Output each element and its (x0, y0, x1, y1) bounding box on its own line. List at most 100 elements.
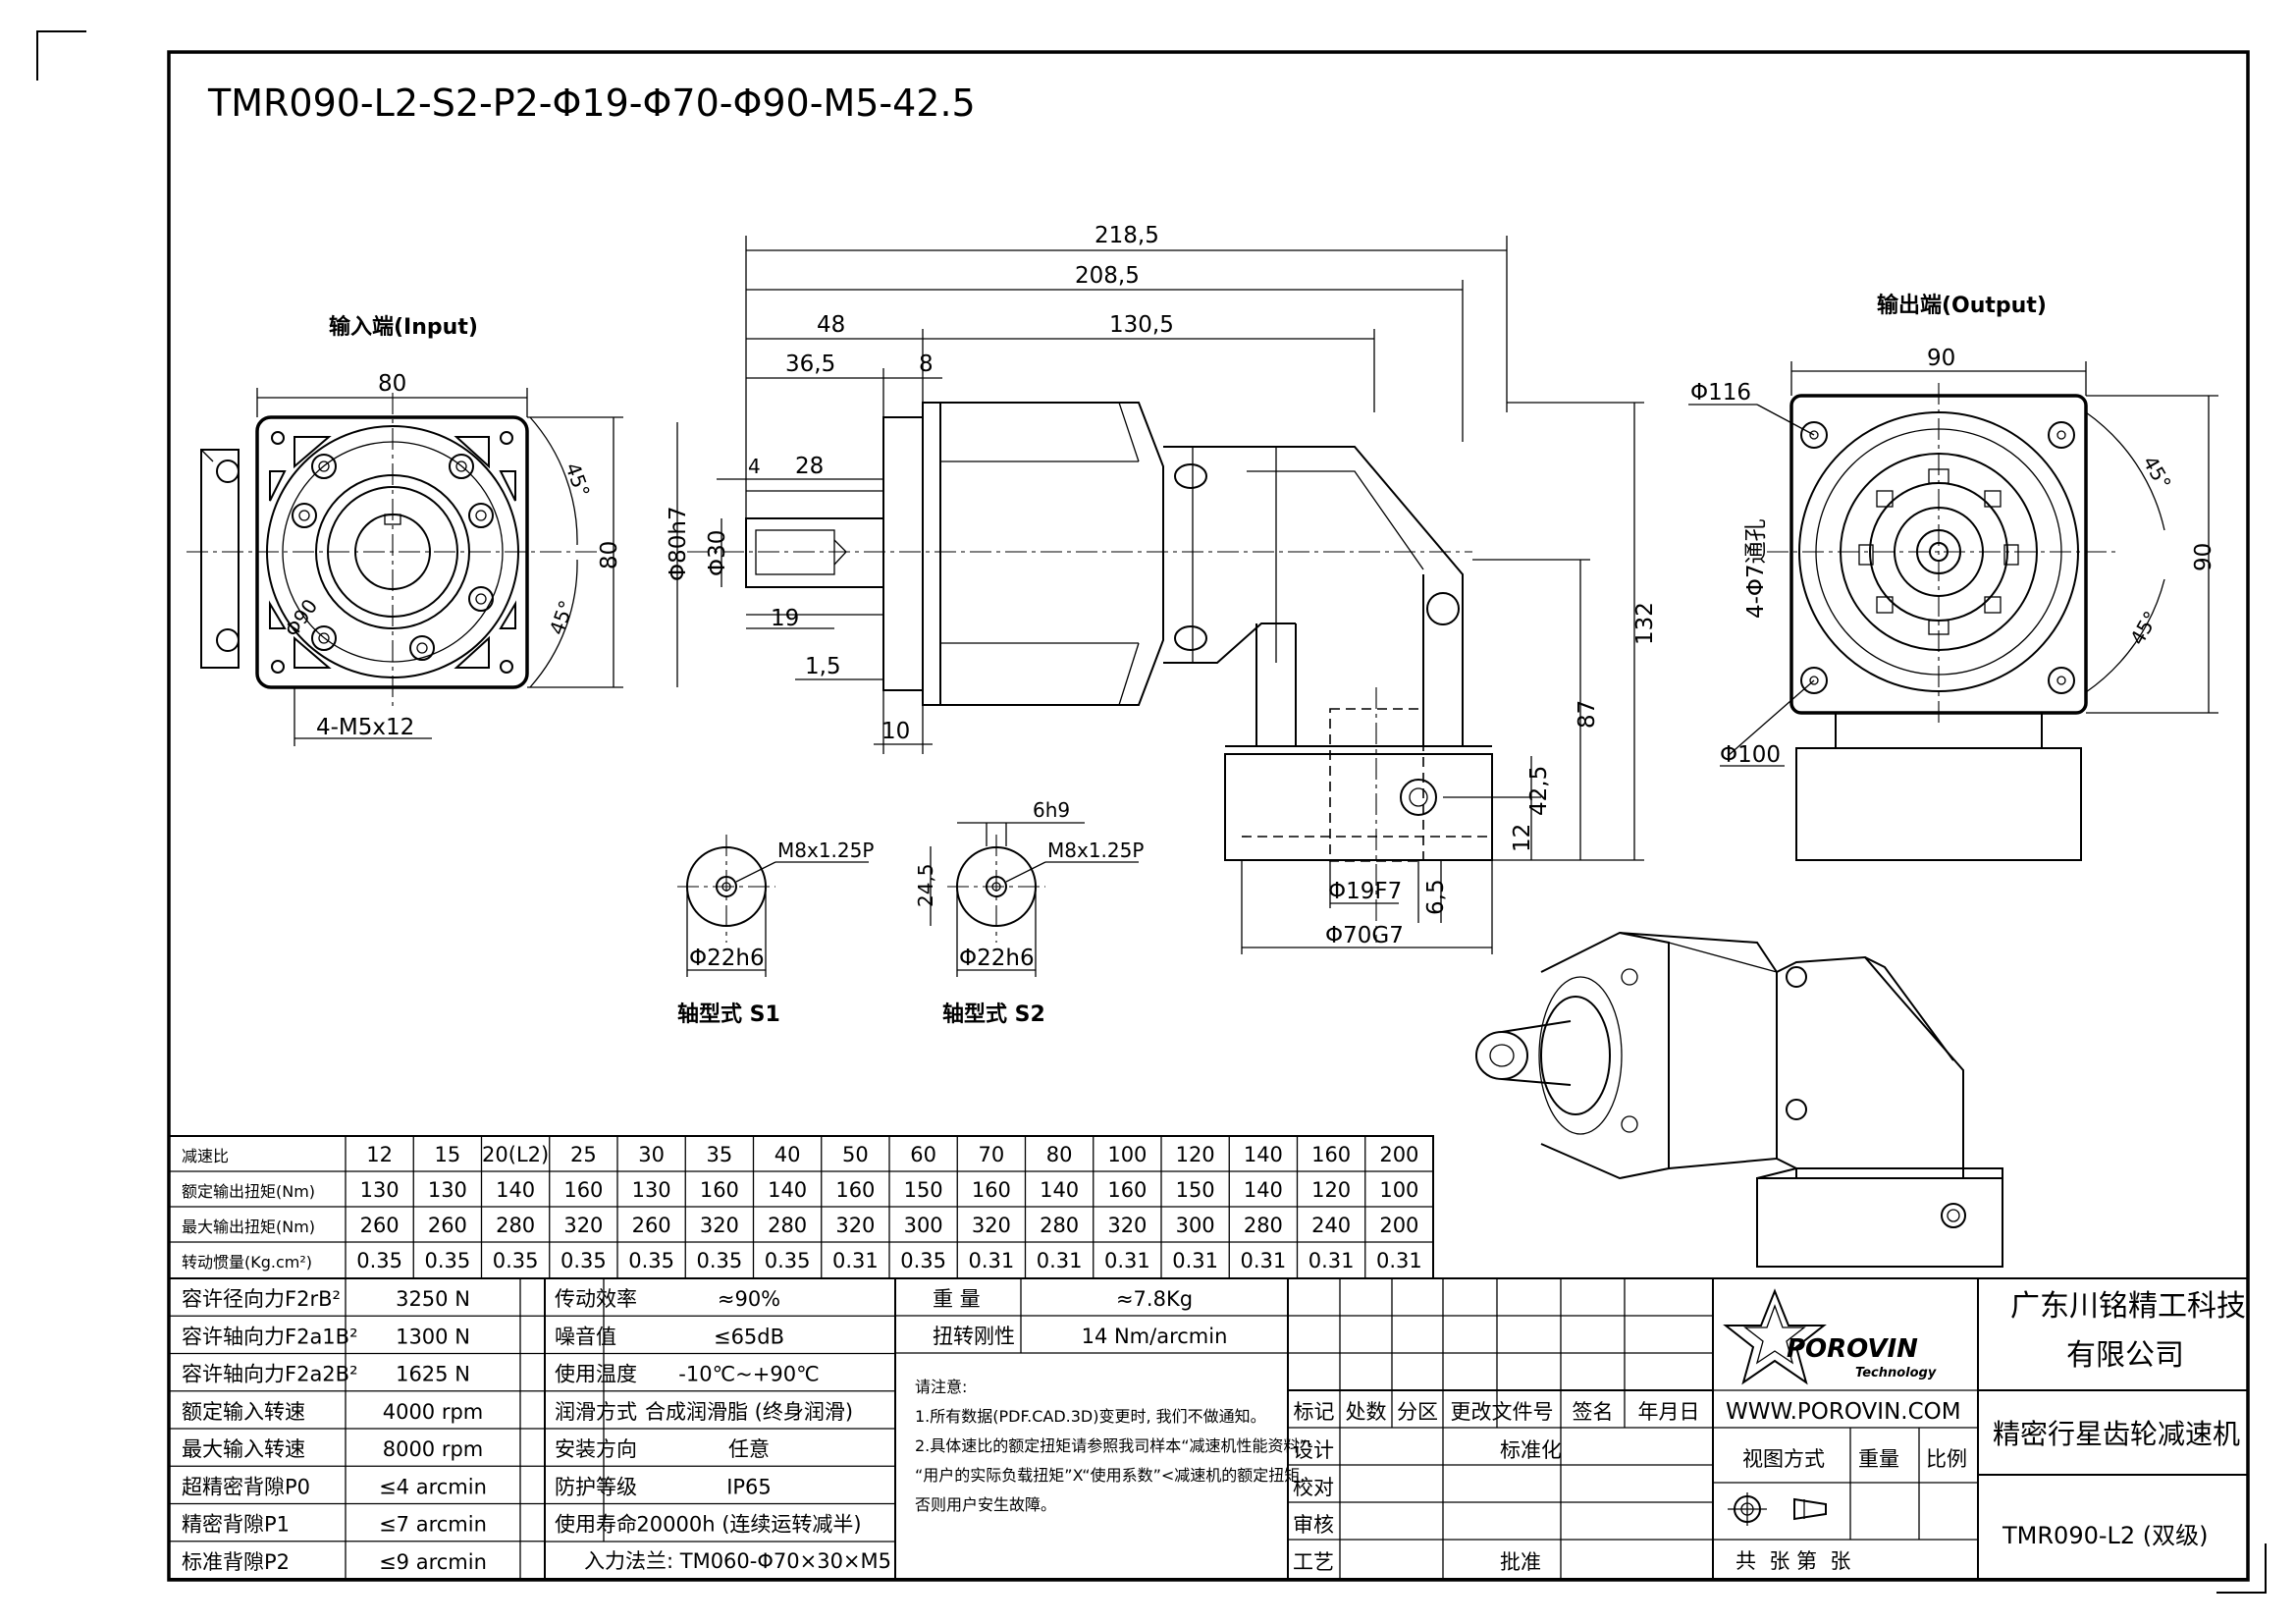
spec-cell: 160 (835, 1178, 875, 1202)
spec-row-label-inertia: 转动惯量(Kg.cm²) (182, 1253, 312, 1272)
dim-19: 19 (771, 606, 799, 631)
perf-label: 扭转刚性 (933, 1325, 1015, 1348)
spec-cell: 280 (1244, 1214, 1283, 1237)
spec-cell: 200 (1379, 1214, 1418, 1237)
perf-value: 1625 N (396, 1363, 470, 1386)
spec-cell: 240 (1311, 1214, 1351, 1237)
spec-cell: 100 (1107, 1143, 1147, 1166)
output-dim-height: 90 (2191, 543, 2216, 571)
spec-cell: 0.35 (561, 1249, 607, 1272)
spec-cell: 140 (496, 1178, 535, 1202)
spec-cell: 130 (428, 1178, 467, 1202)
dim-48: 48 (817, 312, 845, 338)
spec-cell: 140 (1244, 1178, 1283, 1202)
dim-425: 42,5 (1526, 766, 1552, 816)
s2-height: 24,5 (914, 863, 937, 907)
spec-cell: 50 (842, 1143, 869, 1166)
spec-cell: 160 (972, 1178, 1011, 1202)
spec-cell: 80 (1046, 1143, 1073, 1166)
dim-65: 6,5 (1423, 879, 1449, 915)
dim-8: 8 (919, 352, 934, 377)
role-process: 工艺 (1293, 1550, 1334, 1574)
perf-value: 任意 (728, 1437, 770, 1461)
output-dim-angle-top: 45° (2138, 452, 2176, 494)
spec-cell: 0.35 (493, 1249, 539, 1272)
output-view: 输出端(Output) 90 90 (1688, 293, 2218, 861)
perf-label: 容许轴向力F2a1B² (182, 1325, 358, 1348)
note-3: “用户的实际负载扭矩”X“使用系数”<减速机的额定扭矩, (915, 1466, 1305, 1485)
spec-cell: 160 (700, 1178, 739, 1202)
spec-cell: 140 (1040, 1178, 1079, 1202)
dim-12: 12 (1510, 824, 1535, 852)
spec-row-label-max: 最大输出扭矩(Nm) (182, 1218, 315, 1236)
input-dim-angle-top: 45° (561, 460, 595, 501)
product-name: 精密行星齿轮减速机 (1993, 1418, 2240, 1450)
spec-cell: 0.31 (1172, 1249, 1218, 1272)
spec-cell: 280 (768, 1214, 807, 1237)
perf-value: ≤7 arcmin (379, 1513, 487, 1537)
dim-28: 28 (795, 454, 824, 479)
spec-cell: 12 (366, 1143, 393, 1166)
spec-cell: 130 (360, 1178, 400, 1202)
s1-thread: M8x1.25P (777, 839, 874, 862)
output-dim-width: 90 (1927, 346, 1955, 371)
perf-label: 传动效率 (555, 1287, 637, 1311)
input-dim-thread: 4-M5x12 (316, 715, 414, 740)
perf-value: 3250 N (396, 1287, 470, 1311)
company-line2: 有限公司 (2066, 1338, 2184, 1373)
rev-header: 签名 (1573, 1400, 1614, 1424)
isometric-view (1475, 931, 2003, 1268)
rev-header: 标记 (1294, 1400, 1335, 1424)
spec-cell: 320 (835, 1214, 875, 1237)
corner-marks (36, 30, 2267, 1594)
dim-phi19f7: Φ19F7 (1328, 879, 1402, 904)
perf-label: 防护等级 (555, 1475, 637, 1498)
shaft-s2-view: 6h9 M8x1.25P 24,5 Φ22h6 轴型式 S2 (914, 798, 1144, 1027)
output-dim-angle-bottom: 45° (2125, 607, 2163, 649)
spec-cell: 130 (632, 1178, 671, 1202)
spec-cell: 40 (774, 1143, 801, 1166)
spec-cell: 25 (570, 1143, 597, 1166)
s2-thread: M8x1.25P (1047, 839, 1144, 862)
spec-cell: 260 (360, 1214, 400, 1237)
s2-key: 6h9 (1033, 798, 1070, 822)
spec-cell: 20(L2) (482, 1143, 549, 1166)
dim-132: 132 (1632, 602, 1658, 645)
spec-cell: 30 (638, 1143, 665, 1166)
dim-2085: 208,5 (1075, 263, 1140, 289)
spec-cell: 35 (707, 1143, 733, 1166)
dim-87: 87 (1575, 700, 1600, 729)
dim-phi80h7: Φ80h7 (666, 506, 691, 581)
role-review: 审核 (1293, 1513, 1334, 1537)
perf-value: 4000 rpm (383, 1400, 484, 1424)
spec-cell: 300 (904, 1214, 943, 1237)
spec-cell: 280 (1040, 1214, 1079, 1237)
perf-label: 容许径向力F2rB² (182, 1287, 341, 1311)
spec-cell: 320 (972, 1214, 1011, 1237)
projection-symbol-icon (1728, 1492, 1827, 1526)
spec-cell: 0.31 (1104, 1249, 1150, 1272)
weight-label: 重量 (1858, 1447, 1899, 1471)
input-view: 输入端(Input) (187, 314, 623, 746)
spec-cell: 160 (1311, 1143, 1351, 1166)
rev-header: 更改文件号 (1451, 1400, 1554, 1424)
company-line1: 广东川铭精工科技 (2010, 1289, 2246, 1324)
perf-label: 安装方向 (555, 1437, 637, 1461)
model-code: TMR090-L2-S2-P2-Φ19-Φ70-Φ90-M5-42.5 (207, 81, 976, 125)
approve-label: 批准 (1500, 1550, 1541, 1574)
spec-cell: 0.31 (1240, 1249, 1286, 1272)
perf-label: 容许轴向力F2a2B² (182, 1363, 358, 1386)
dim-365: 36,5 (785, 352, 835, 377)
spec-cell: 320 (563, 1214, 603, 1237)
spec-cell: 300 (1176, 1214, 1215, 1237)
spec-cell: 0.35 (696, 1249, 742, 1272)
spec-cell: 160 (1107, 1178, 1147, 1202)
drawing-number: TMR090-L2 (双级) (2002, 1522, 2209, 1549)
perf-value: ≤65dB (714, 1325, 784, 1348)
spec-cell: 0.35 (356, 1249, 402, 1272)
spec-cell: 0.35 (628, 1249, 674, 1272)
dim-phi30: Φ30 (705, 530, 730, 576)
logo-sub: Technology (1855, 1366, 1937, 1380)
